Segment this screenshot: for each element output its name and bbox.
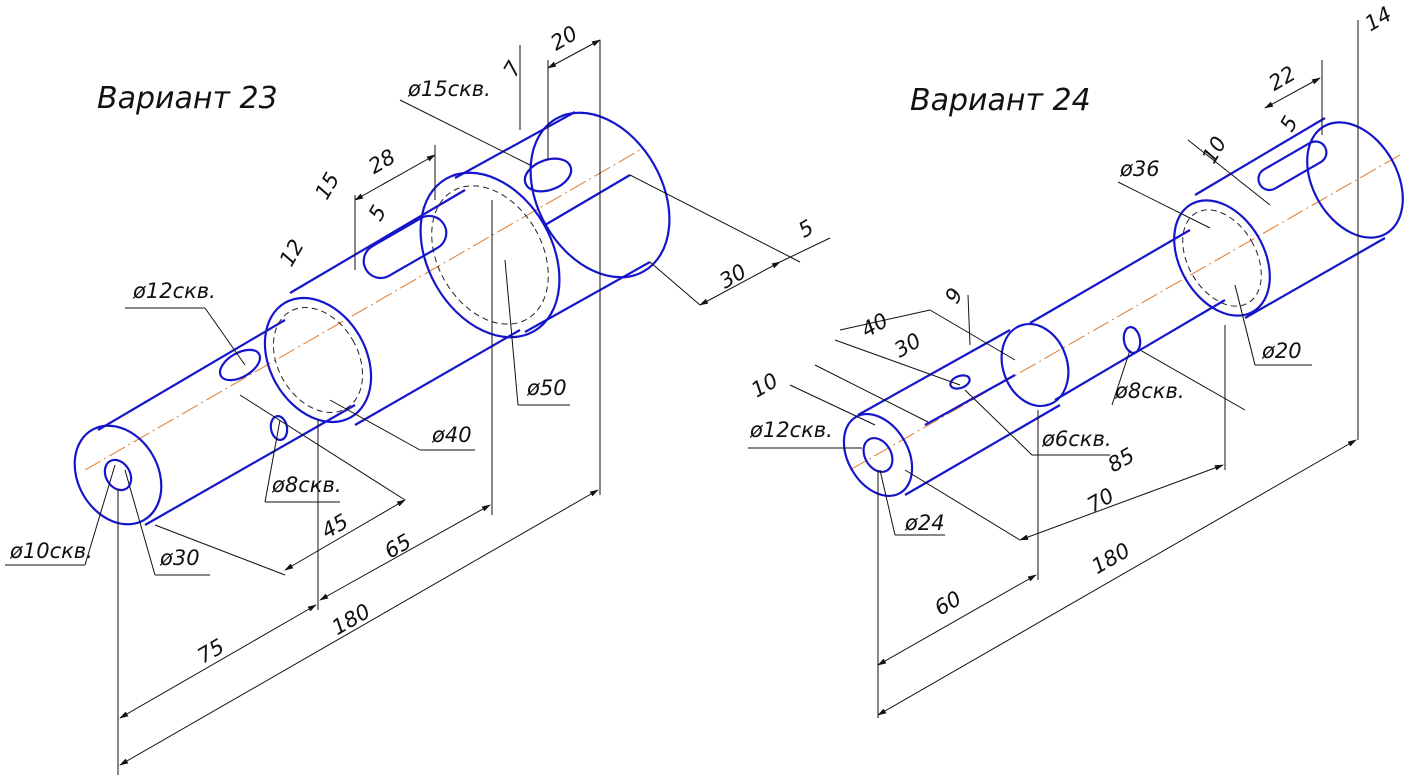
v23-dimension-lines bbox=[5, 39, 831, 775]
variant-24-title: Вариант 24 bbox=[910, 83, 1091, 118]
v23-dim-45: 45 bbox=[317, 509, 352, 543]
v24-dim-9: 9 bbox=[940, 284, 967, 308]
variant-23-title: Вариант 23 bbox=[97, 81, 278, 116]
v23-dim-180: 180 bbox=[328, 599, 375, 640]
v24-dim-5: 5 bbox=[1275, 112, 1302, 136]
v24-dim-10a: 10 bbox=[1197, 132, 1231, 167]
v24-shaft-right bbox=[1173, 117, 1404, 319]
v23-dim-30: 30 bbox=[715, 259, 750, 293]
v23-dim-75: 75 bbox=[193, 634, 228, 668]
v23-dim-d30: ø30 bbox=[159, 546, 200, 570]
v23-dim-7: 7 bbox=[499, 57, 527, 81]
v23-dim-12: 12 bbox=[275, 235, 309, 270]
v23-dim-65: 65 bbox=[380, 529, 415, 563]
v24-dim-d8: ø8скв. bbox=[1114, 379, 1185, 403]
v23-dim-d10: ø10скв. bbox=[9, 539, 93, 563]
v23-dim-5a: 5 bbox=[364, 201, 391, 225]
v24-dim-d24: ø24 bbox=[904, 511, 945, 535]
v23-dim-d40: ø40 bbox=[431, 423, 472, 447]
v24-dim-d20: ø20 bbox=[1261, 339, 1302, 363]
v23-dim-d12: ø12скв. bbox=[132, 279, 216, 303]
v24-dim-14: 14 bbox=[1361, 2, 1396, 36]
v24-shaft-left bbox=[842, 329, 1061, 498]
v24-dim-d6: ø6скв. bbox=[1041, 427, 1112, 451]
v23-dim-28: 28 bbox=[364, 145, 399, 179]
v24-shaft-collar bbox=[1000, 322, 1070, 408]
v23-center-axis bbox=[84, 149, 641, 471]
v24-dim-70: 70 bbox=[1083, 483, 1118, 517]
variant-23-drawing: Вариант 23 bbox=[5, 21, 831, 775]
v24-dim-40: 40 bbox=[857, 308, 892, 342]
variant-24-drawing: Вариант 24 bbox=[747, 2, 1404, 718]
v23-dim-d15: ø15скв. bbox=[407, 77, 491, 101]
v23-dim-d50: ø50 bbox=[526, 376, 567, 400]
v24-center-axis bbox=[849, 154, 1401, 471]
v24-dim-30: 30 bbox=[890, 328, 925, 362]
v24-dim-22: 22 bbox=[1265, 61, 1300, 95]
v24-shaft-middle bbox=[1029, 229, 1226, 401]
v23-dim-15: 15 bbox=[310, 168, 344, 203]
v24-dim-180: 180 bbox=[1087, 538, 1134, 579]
v24-dimension-lines bbox=[748, 20, 1359, 718]
v24-dim-10b: 10 bbox=[747, 368, 782, 402]
v24-dim-60: 60 bbox=[930, 586, 965, 620]
v23-dim-20: 20 bbox=[546, 21, 581, 55]
v24-dim-d36: ø36 bbox=[1119, 157, 1160, 181]
v23-dim-d8: ø8скв. bbox=[271, 473, 342, 497]
v23-dim-5b: 5 bbox=[794, 215, 818, 242]
v23-shaft-right bbox=[419, 111, 671, 339]
v24-dim-d12: ø12скв. bbox=[749, 418, 833, 442]
